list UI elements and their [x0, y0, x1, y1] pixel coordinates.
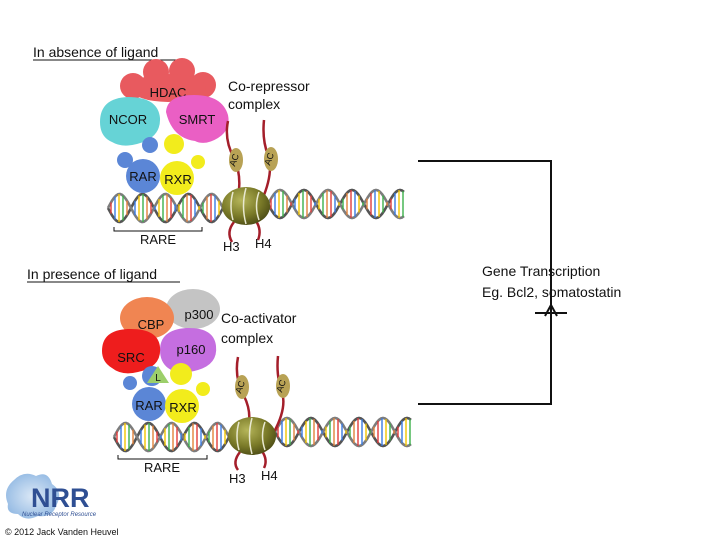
rare-bracket-bottom [117, 455, 208, 460]
top-heading: In absence of ligand [33, 44, 158, 60]
smrt-protein: SMRT [166, 95, 229, 143]
ac-mark-top-right: AC [262, 147, 278, 171]
bottom-panel: In presence of ligand p300 CBP p160 SRC [27, 266, 412, 486]
rare-label-bottom: RARE [144, 460, 180, 475]
rar-small-domain [123, 376, 137, 390]
ncor-label: NCOR [109, 112, 147, 127]
gene-examples-label: Eg. Bcl2, somatostatin [482, 284, 621, 300]
dna-strand-top [106, 188, 405, 224]
rxr-small-domain [191, 155, 205, 169]
histone-tail-h4-bottom [260, 450, 267, 469]
p160-protein: p160 [160, 327, 217, 373]
gene-transcription-label: Gene Transcription [482, 263, 600, 279]
cbp-protein: CBP [120, 297, 174, 339]
ligand: L [147, 366, 169, 384]
histone-tail-h3-top [228, 221, 236, 243]
rare-bracket-top [113, 227, 203, 232]
rar-small-domain [142, 137, 158, 153]
ac-label: AC [233, 379, 247, 395]
dna-backbone [266, 188, 405, 220]
rxr-protein: RXR [165, 389, 199, 423]
corepressor-label-line2: complex [228, 96, 280, 112]
dna-strand-bottom [112, 416, 412, 453]
nrr-logo: NRR Nuclear Receptor Resource [2, 470, 130, 522]
rar-label: RAR [135, 398, 162, 413]
rar-protein: RAR [132, 387, 166, 421]
rxr-protein: RXR [160, 161, 194, 195]
ac-mark-bottom-left: AC [233, 375, 249, 399]
ac-mark-bottom-right: AC [274, 374, 290, 398]
ac-label: AC [262, 151, 276, 167]
nucleosome-top [222, 187, 270, 225]
bottom-heading: In presence of ligand [27, 266, 157, 282]
h4-label-top: H4 [255, 236, 272, 251]
dna-backbone [266, 188, 405, 220]
src-protein: SRC [102, 328, 161, 374]
p300-protein: p300 [166, 289, 220, 329]
h3-label-bottom: H3 [229, 471, 246, 486]
dna-backbone [273, 416, 412, 448]
rxr-small-domain [170, 363, 192, 385]
ac-label: AC [274, 378, 288, 394]
rar-protein: RAR [126, 159, 160, 193]
rare-label-top: RARE [140, 232, 176, 247]
activation-connector [418, 302, 558, 405]
nucleosome-bottom [228, 417, 276, 455]
coactivator-label-line2: complex [221, 330, 273, 346]
rxr-small-domain [164, 134, 184, 154]
rar-small-domain [117, 152, 133, 168]
smrt-label: SMRT [179, 112, 216, 127]
corepressor-label-line1: Co-repressor [228, 78, 310, 94]
h3-label-top: H3 [223, 239, 240, 254]
dna-backbone [273, 416, 412, 448]
ncor-protein: NCOR [100, 97, 161, 146]
top-panel: In absence of ligand HDAC NCOR SMRT [33, 44, 405, 254]
copyright-text: © 2012 Jack Vanden Heuvel [5, 527, 119, 537]
cbp-label: CBP [138, 317, 165, 332]
activation-arrowhead [544, 302, 558, 317]
rxr-small-domain [196, 382, 210, 396]
ac-label: AC [227, 152, 241, 168]
rxr-label: RXR [169, 400, 196, 415]
src-label: SRC [117, 350, 144, 365]
ac-mark-top-left: AC [227, 148, 243, 172]
p160-label: p160 [177, 342, 206, 357]
ligand-label: L [155, 373, 161, 384]
hdac-label: HDAC [150, 85, 187, 100]
logo-text: NRR [31, 483, 90, 513]
h4-label-bottom: H4 [261, 468, 278, 483]
logo-blob-icon [6, 473, 60, 519]
logo-subtitle: Nuclear Receptor Resource [22, 512, 97, 518]
hdac-protein: HDAC [120, 58, 216, 102]
rxr-label: RXR [164, 172, 191, 187]
p300-label: p300 [185, 307, 214, 322]
histone-tail-h3-bottom [234, 451, 241, 471]
rar-label: RAR [129, 169, 156, 184]
coactivator-label-line1: Co-activator [221, 310, 297, 326]
